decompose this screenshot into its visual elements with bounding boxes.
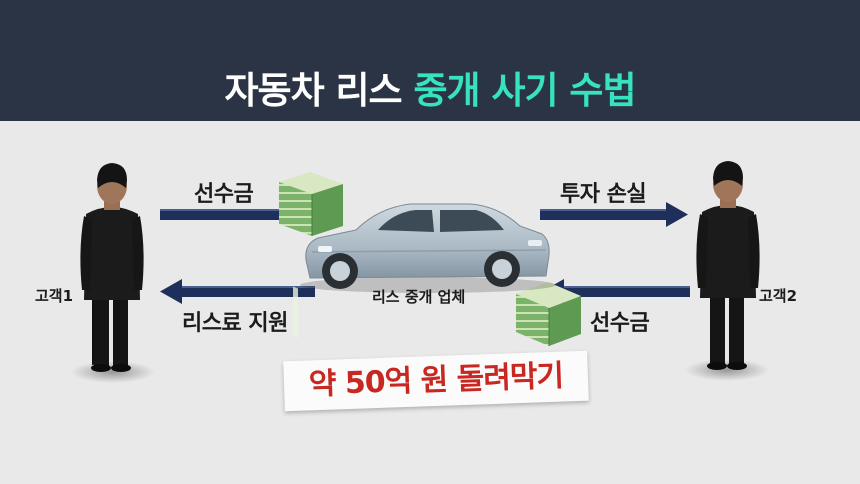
car-caption: 리스 중개 업체 (372, 288, 466, 306)
customer-right-figure (696, 161, 760, 370)
callout-text: 약 50억 원 돌려막기 (308, 358, 564, 403)
title-banner (0, 0, 860, 121)
label-bottom-left: 리스료 지원 (182, 311, 288, 336)
headline-part-white: 자동차 리스 (224, 69, 403, 112)
headline-part-accent: 중개 사기 수법 (413, 69, 636, 112)
label-bottom-right: 선수금 (590, 311, 650, 336)
callout-stamp: 약 50억 원 돌려막기 (283, 350, 589, 412)
customer-left-figure (80, 163, 144, 372)
label-top-right: 투자 손실 (560, 182, 647, 207)
arrow-top-right-to-right (540, 202, 688, 227)
customer-left-label: 고객1 (35, 287, 74, 305)
label-top-left: 선수금 (194, 182, 254, 207)
money-stack-top (279, 172, 343, 339)
headline: 자동차 리스 중개 사기 수법 (0, 60, 860, 114)
customer-right-label: 고객2 (759, 287, 798, 305)
shadow-right (685, 359, 769, 381)
money-stack-bottom (516, 282, 581, 346)
arrow-bottom-right-to-left (160, 279, 315, 304)
car-illustration (300, 203, 556, 293)
